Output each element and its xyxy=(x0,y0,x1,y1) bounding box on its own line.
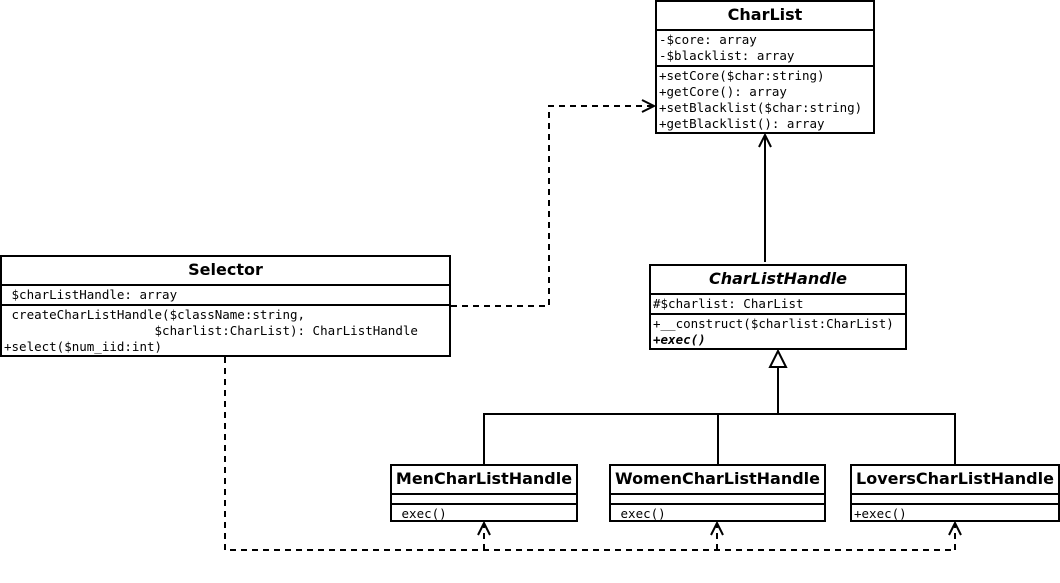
selector-handles-dependency xyxy=(224,357,955,551)
class-selector[interactable]: Selector $charListHandle: array createCh… xyxy=(0,255,451,357)
method: +setCore($char:string) xyxy=(659,68,825,83)
class-charlisthandle-name: CharListHandle xyxy=(651,266,905,295)
class-charlisthandle-methods: +__construct($charlist:CharList) +exec() xyxy=(651,315,905,349)
method: exec() xyxy=(613,506,666,521)
class-womencharlisthandle[interactable]: WomenCharListHandle exec() xyxy=(609,464,826,522)
class-women-methods: exec() xyxy=(611,505,824,523)
method: createCharListHandle($className:string, xyxy=(4,307,306,322)
attribute: -$blacklist: array xyxy=(659,48,795,63)
class-women-attributes xyxy=(611,495,824,505)
attribute: #$charlist: CharList xyxy=(653,296,804,311)
class-charlisthandle[interactable]: CharListHandle #$charlist: CharList +__c… xyxy=(649,264,907,350)
class-selector-methods: createCharListHandle($className:string, … xyxy=(2,306,449,356)
class-charlist[interactable]: CharList -$core: array -$blacklist: arra… xyxy=(655,0,875,134)
inheritance-triangle-icon xyxy=(768,348,788,368)
class-charlist-methods: +setCore($char:string) +getCore(): array… xyxy=(657,67,873,133)
class-selector-attributes: $charListHandle: array xyxy=(2,286,449,306)
method: +exec() xyxy=(854,506,907,521)
method: +setBlacklist($char:string) xyxy=(659,100,863,115)
class-charlist-name: CharList xyxy=(657,2,873,31)
class-loverscharlisthandle[interactable]: LoversCharListHandle +exec() xyxy=(850,464,1060,522)
method: +exec() xyxy=(653,332,706,347)
class-lovers-methods: +exec() xyxy=(852,505,1058,523)
method: $charlist:CharList): CharListHandle xyxy=(4,323,418,338)
class-women-name: WomenCharListHandle xyxy=(611,466,824,495)
class-men-attributes xyxy=(392,495,576,505)
method: +select($num_iid:int) xyxy=(4,339,163,354)
class-selector-name: Selector xyxy=(2,257,449,286)
inheritance-lines xyxy=(483,367,956,465)
method: +getBlacklist(): array xyxy=(659,116,825,131)
class-charlisthandle-attributes: #$charlist: CharList xyxy=(651,295,905,315)
class-mencharlisthandle[interactable]: MenCharListHandle exec() xyxy=(390,464,578,522)
class-men-name: MenCharListHandle xyxy=(392,466,576,495)
method: exec() xyxy=(394,506,447,521)
class-lovers-name: LoversCharListHandle xyxy=(852,466,1058,495)
class-lovers-attributes xyxy=(852,495,1058,505)
method: +__construct($charlist:CharList) xyxy=(653,316,894,331)
selector-charlist-dependency xyxy=(451,106,654,307)
class-men-methods: exec() xyxy=(392,505,576,523)
method: +getCore(): array xyxy=(659,84,787,99)
attribute: $charListHandle: array xyxy=(4,287,178,302)
class-charlist-attributes: -$core: array -$blacklist: array xyxy=(657,31,873,67)
attribute: -$core: array xyxy=(659,32,757,47)
